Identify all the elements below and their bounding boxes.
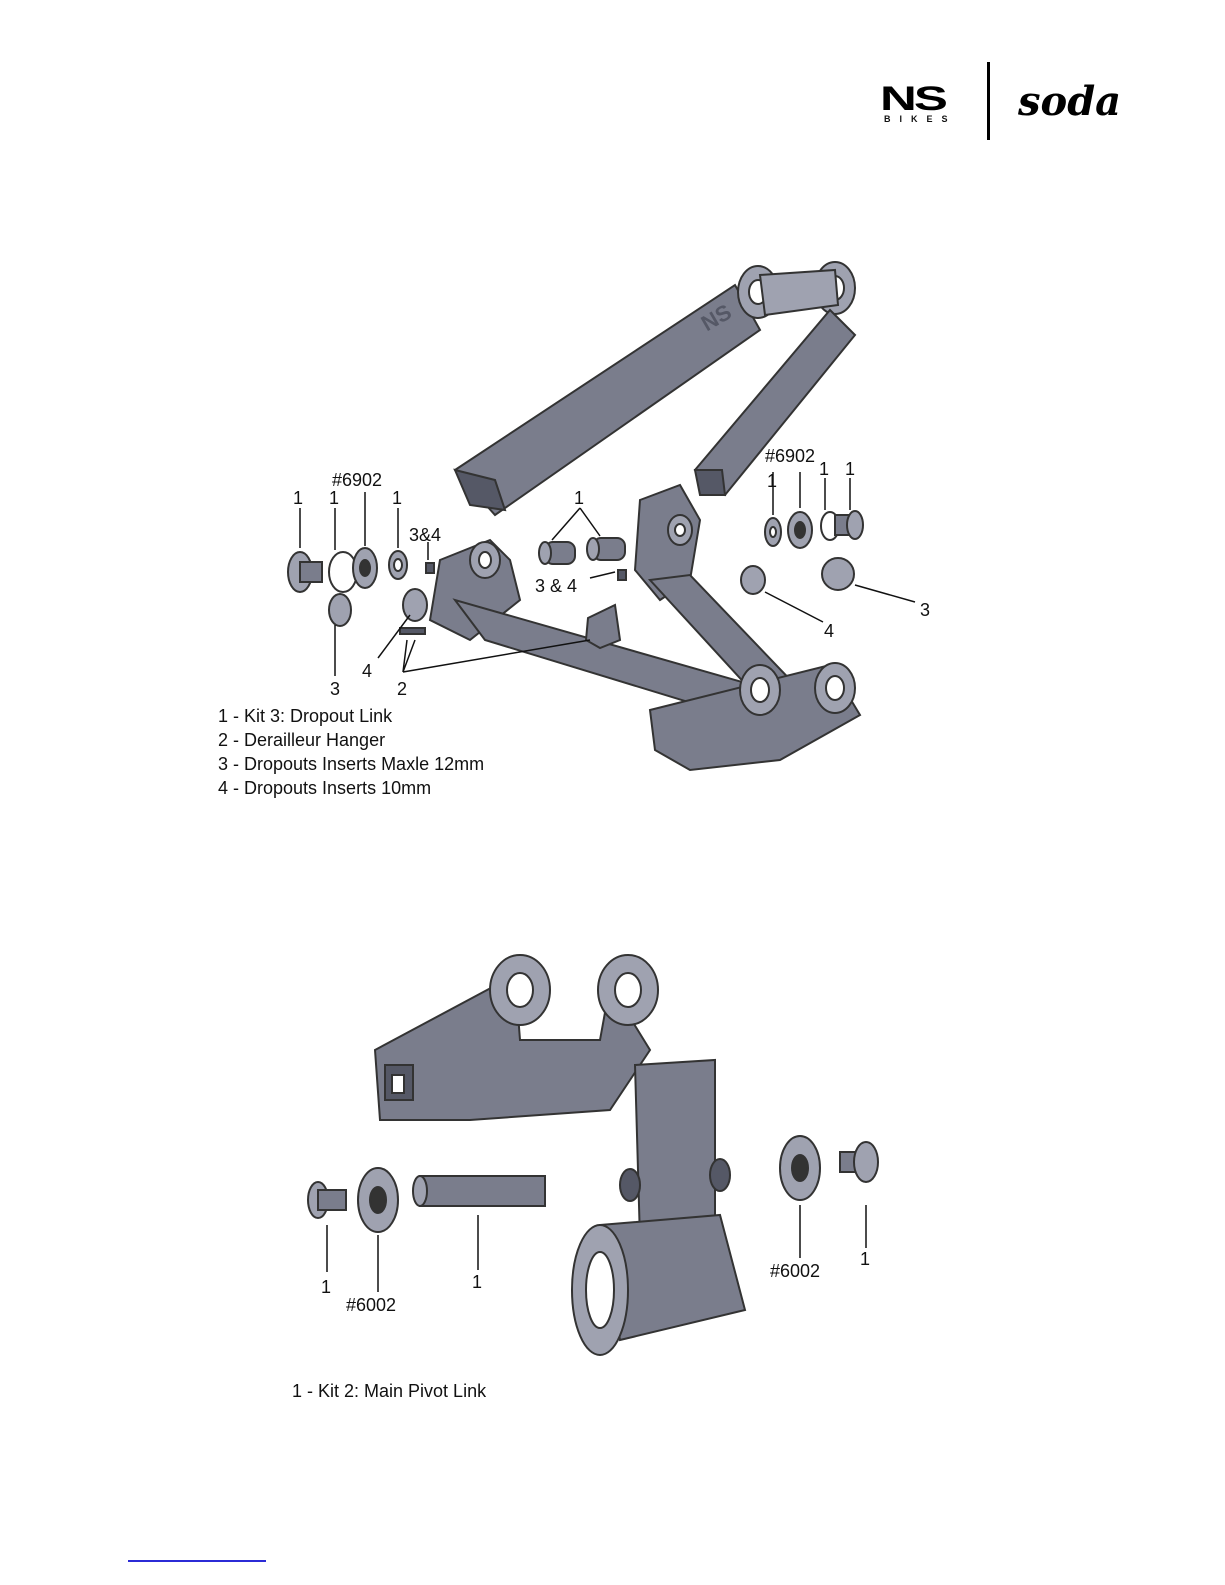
callout-1-axle: 1	[472, 1273, 482, 1291]
footer-link-underline[interactable]	[128, 1560, 266, 1562]
legend-item: 1 - Kit 2: Main Pivot Link	[292, 1379, 486, 1403]
callout-bearing-6002-left: #6002	[346, 1296, 396, 1314]
main-pivot-link	[375, 955, 658, 1120]
callout-1-right-pin: 1	[860, 1250, 870, 1268]
callout-bearing-6002-right: #6002	[770, 1262, 820, 1280]
pivot-hardware	[308, 1136, 878, 1232]
callout-1-left-pin: 1	[321, 1278, 331, 1296]
figure2-legend: 1 - Kit 2: Main Pivot Link	[292, 1379, 486, 1403]
